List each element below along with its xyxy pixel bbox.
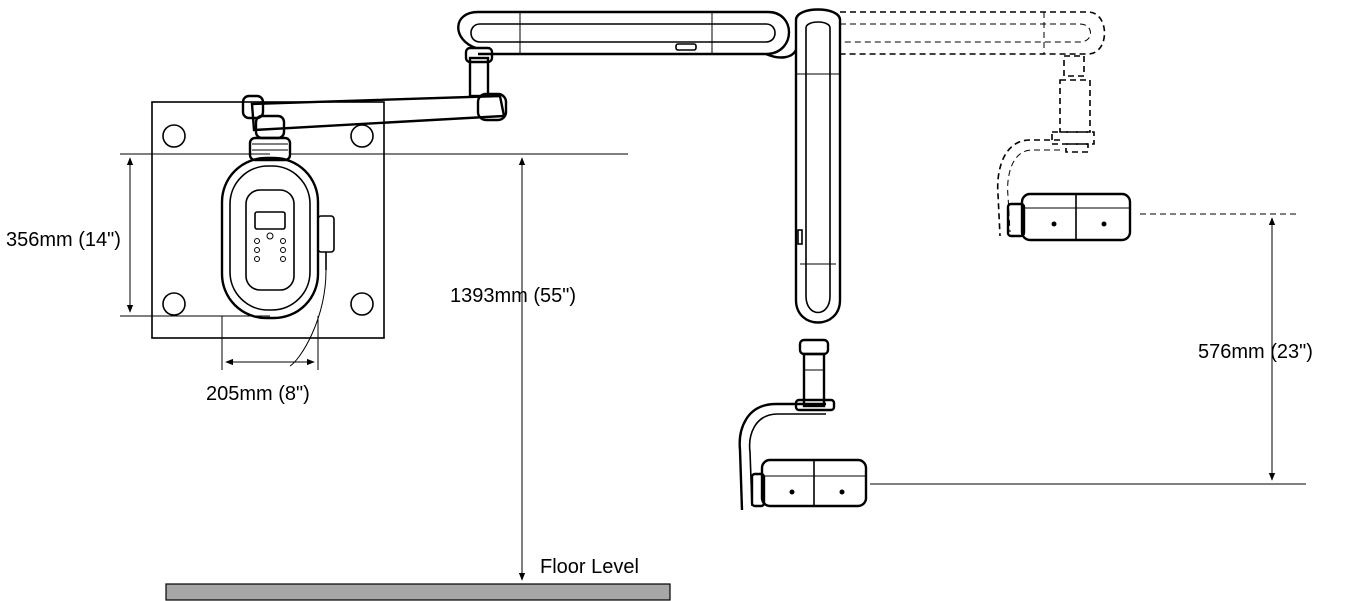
- floor-bar: [165, 583, 671, 601]
- mount-width-label: 205mm (8"): [206, 383, 310, 405]
- floor-level-label: Floor Level: [540, 556, 639, 578]
- floor-height-dimension: 1393mm (55"): [290, 153, 628, 581]
- horizontal-arm-1: [241, 92, 508, 140]
- floor-height-label: 1393mm (55"): [450, 285, 576, 307]
- vertical-arm: [794, 8, 842, 408]
- travel-dimension: 576mm (23"): [870, 213, 1313, 485]
- alternate-position-arm: [840, 11, 1106, 237]
- control-unit: [220, 136, 335, 367]
- mount-width-dimension: 205mm (8"): [206, 316, 319, 405]
- upper-arm: [457, 10, 798, 98]
- travel-label: 576mm (23"): [1198, 341, 1313, 363]
- tubehead-lower: [738, 398, 868, 511]
- wall-mount-plate: [151, 101, 385, 339]
- floor: Floor Level: [165, 556, 671, 601]
- tubehead-upper: [1006, 192, 1132, 242]
- mount-height-dimension: 356mm (14"): [6, 153, 270, 317]
- mount-height-label: 356mm (14"): [6, 229, 121, 251]
